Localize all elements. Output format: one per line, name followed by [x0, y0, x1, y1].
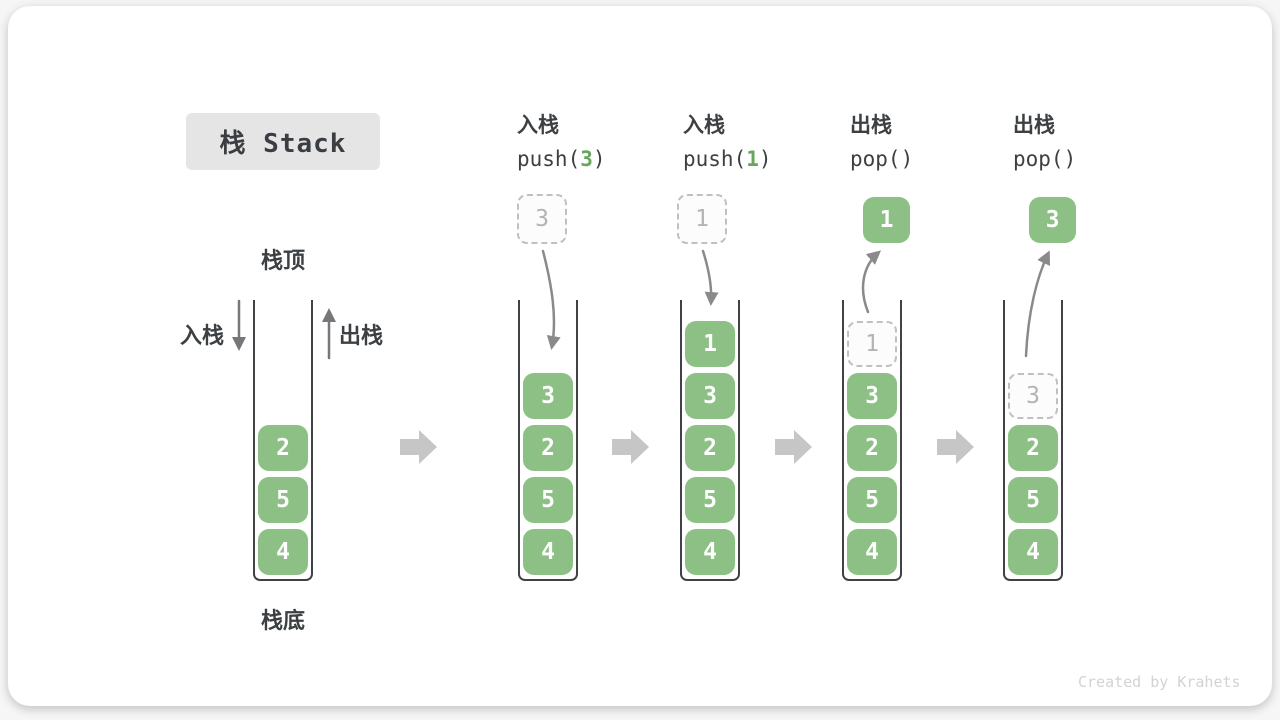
stack-cell: 4 [523, 529, 573, 575]
code-close: ) [592, 147, 606, 171]
stack-cell: 2 [847, 425, 897, 471]
code-fn: push( [517, 147, 581, 171]
code-fn: pop( [1013, 147, 1064, 171]
watermark: Created by Krahets [1078, 673, 1241, 691]
stack-cell: 5 [685, 477, 735, 523]
op-label: 入栈 [683, 113, 725, 137]
stack-bottom-label: 栈底 [260, 609, 305, 634]
stack-cell: 4 [258, 529, 308, 575]
stack-container-after-pop-3 [1003, 300, 1063, 581]
title-text: 栈 Stack [219, 129, 347, 159]
push-label: 入栈 [179, 324, 224, 349]
stack-cell: 3 [523, 373, 573, 419]
code-arg: 1 [746, 147, 759, 171]
op-code: push(3) [517, 142, 606, 176]
step-header-pop-3: 出栈 pop() [1013, 108, 1076, 176]
stack-container-after-push-1 [680, 300, 740, 581]
diagram-card [8, 6, 1272, 706]
code-arg: 3 [580, 147, 593, 171]
stack-cell: 4 [847, 529, 897, 575]
code-close: ) [758, 147, 772, 171]
step-header-push-3: 入栈 push(3) [517, 108, 606, 176]
title-badge: 栈 Stack [186, 113, 380, 170]
step-header-push-1: 入栈 push(1) [683, 108, 772, 176]
stack-cell: 1 [685, 321, 735, 367]
op-code: push(1) [683, 142, 772, 176]
op-label: 出栈 [1013, 113, 1055, 137]
op-label: 入栈 [517, 113, 559, 137]
stack-cell: 2 [523, 425, 573, 471]
stack-container-after-push-3 [518, 300, 578, 581]
stack-top-label: 栈顶 [260, 249, 305, 274]
code-fn: pop( [850, 147, 901, 171]
stack-cell: 2 [258, 425, 308, 471]
code-close: ) [900, 147, 914, 171]
code-fn: push( [683, 147, 747, 171]
stack-cell: 3 [685, 373, 735, 419]
pop-label: 出栈 [339, 324, 384, 349]
incoming-value-box: 1 [677, 194, 727, 244]
stack-container-after-pop-1 [842, 300, 902, 581]
stack-cell: 4 [1008, 529, 1058, 575]
stack-cell: 4 [685, 529, 735, 575]
popped-value-box: 3 [1029, 197, 1076, 243]
op-label: 出栈 [850, 113, 892, 137]
op-code: pop() [1013, 142, 1076, 176]
removed-slot: 1 [847, 321, 897, 367]
stack-cell: 2 [1008, 425, 1058, 471]
code-close: ) [1063, 147, 1077, 171]
step-header-pop-1: 出栈 pop() [850, 108, 913, 176]
removed-slot: 3 [1008, 373, 1058, 419]
incoming-value-box: 3 [517, 194, 567, 244]
stack-cell: 5 [847, 477, 897, 523]
stack-cell: 5 [1008, 477, 1058, 523]
stack-cell: 5 [523, 477, 573, 523]
stack-cell: 5 [258, 477, 308, 523]
stack-container-initial [253, 300, 313, 581]
stack-cell: 2 [685, 425, 735, 471]
stack-cell: 3 [847, 373, 897, 419]
op-code: pop() [850, 142, 913, 176]
popped-value-box: 1 [863, 197, 910, 243]
